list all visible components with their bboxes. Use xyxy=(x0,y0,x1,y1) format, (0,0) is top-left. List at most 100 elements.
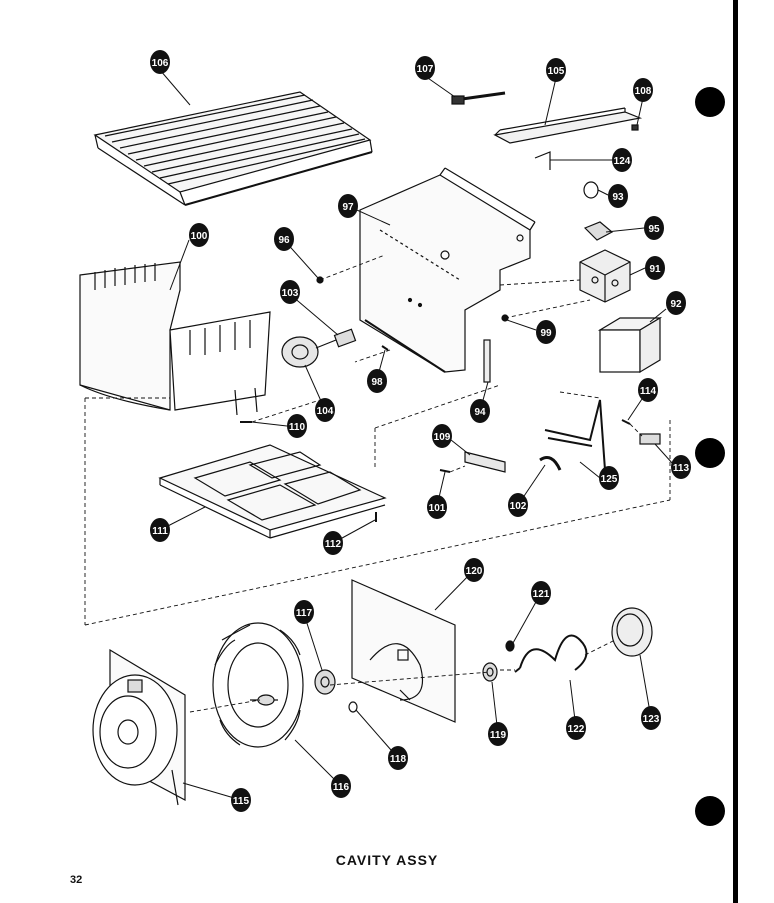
callout-91: 91 xyxy=(645,256,665,280)
part-92-box xyxy=(597,316,663,374)
callout-97: 97 xyxy=(338,194,358,218)
svg-text:108: 108 xyxy=(635,86,652,97)
callout-93: 93 xyxy=(608,184,628,208)
part-104-motor xyxy=(281,336,337,368)
part-109-bracket xyxy=(464,451,506,473)
svg-text:121: 121 xyxy=(533,589,550,600)
svg-text:93: 93 xyxy=(612,192,624,203)
part-117-bearing xyxy=(314,669,336,695)
callout-113: 113 xyxy=(671,455,691,479)
svg-text:113: 113 xyxy=(673,463,690,474)
svg-text:107: 107 xyxy=(417,64,434,75)
binder-hole-middle xyxy=(695,438,725,468)
callout-116: 116 xyxy=(331,774,351,798)
part-122-coil xyxy=(514,634,588,673)
part-124-bracket xyxy=(534,151,551,170)
callout-92: 92 xyxy=(666,291,686,315)
part-103-coupler xyxy=(333,328,357,348)
svg-text:92: 92 xyxy=(670,299,682,310)
callout-125: 125 xyxy=(599,466,619,490)
callout-112: 112 xyxy=(323,531,343,555)
svg-text:120: 120 xyxy=(466,566,483,577)
part-95-plate xyxy=(583,221,614,241)
svg-text:116: 116 xyxy=(333,782,350,793)
callout-120: 120 xyxy=(464,558,484,582)
part-93-grommet xyxy=(583,181,599,199)
part-108-liner xyxy=(79,261,271,416)
callout-111: 111 xyxy=(150,518,170,542)
svg-text:100: 100 xyxy=(191,231,208,242)
svg-text:109: 109 xyxy=(434,432,451,443)
binder-hole-bottom xyxy=(695,796,725,826)
part-113-connector xyxy=(639,433,661,445)
callout-104: 104 xyxy=(315,398,335,422)
callout-98: 98 xyxy=(367,369,387,393)
callout-118: 118 xyxy=(388,746,408,770)
svg-text:101: 101 xyxy=(429,503,446,514)
part-121-ring xyxy=(505,640,515,652)
svg-text:111: 111 xyxy=(152,526,168,537)
svg-text:96: 96 xyxy=(278,235,290,246)
part-114-screw xyxy=(621,419,631,425)
callout-122: 122 xyxy=(566,716,586,740)
part-102-clamp xyxy=(539,456,562,471)
svg-text:115: 115 xyxy=(233,796,250,807)
callout-102: 102 xyxy=(508,493,528,517)
callout-108: 108 xyxy=(633,78,653,102)
svg-text:104: 104 xyxy=(317,406,334,417)
svg-text:91: 91 xyxy=(649,264,661,275)
svg-text:119: 119 xyxy=(490,730,507,741)
callout-115: 115 xyxy=(231,788,251,812)
svg-text:110: 110 xyxy=(289,422,306,433)
part-106-rack xyxy=(93,91,373,206)
part-94-strip xyxy=(483,339,491,383)
part-91-timer xyxy=(579,249,631,303)
svg-text:99: 99 xyxy=(540,328,552,339)
callout-103: 103 xyxy=(280,280,300,304)
callout-117: 117 xyxy=(294,600,314,624)
part-111-base-plate xyxy=(158,444,387,539)
svg-text:98: 98 xyxy=(371,377,383,388)
callout-106: 106 xyxy=(150,50,170,74)
part-120-panel xyxy=(351,579,456,723)
callout-badges: 106 107 105 108 124 93 95 97 100 96 91 1… xyxy=(150,50,691,812)
page-number: 32 xyxy=(70,874,83,886)
part-105-rail xyxy=(493,107,643,144)
svg-text:105: 105 xyxy=(548,66,565,77)
callout-110: 110 xyxy=(287,414,307,438)
callout-101: 101 xyxy=(427,495,447,519)
callout-105: 105 xyxy=(546,58,566,82)
callout-96: 96 xyxy=(274,227,294,251)
callout-109: 109 xyxy=(432,424,452,448)
svg-text:122: 122 xyxy=(568,724,585,735)
part-97-panel xyxy=(359,167,536,373)
svg-text:95: 95 xyxy=(648,224,660,235)
callout-95: 95 xyxy=(644,216,664,240)
part-116-fan xyxy=(212,622,304,748)
callout-107: 107 xyxy=(415,56,435,80)
svg-text:94: 94 xyxy=(474,407,486,418)
callout-100: 100 xyxy=(189,223,209,247)
callout-124: 124 xyxy=(612,148,632,172)
part-115-blower-housing xyxy=(92,648,186,806)
callout-94: 94 xyxy=(470,399,490,423)
callout-99: 99 xyxy=(536,320,556,344)
part-123-lamp-cover xyxy=(611,607,653,657)
part-125-tube xyxy=(544,399,606,471)
part-107-sensor xyxy=(451,91,506,105)
page-edge xyxy=(733,0,738,903)
svg-text:125: 125 xyxy=(601,474,618,485)
svg-text:112: 112 xyxy=(325,539,342,550)
part-118-washer xyxy=(348,701,358,713)
part-101-screw xyxy=(439,469,451,473)
svg-text:103: 103 xyxy=(282,288,299,299)
svg-text:118: 118 xyxy=(390,754,407,765)
assembly-guide-lines xyxy=(84,254,671,713)
svg-text:106: 106 xyxy=(152,58,169,69)
binder-hole-top xyxy=(695,87,725,117)
callout-121: 121 xyxy=(531,581,551,605)
svg-text:123: 123 xyxy=(643,714,660,725)
svg-text:97: 97 xyxy=(342,202,354,213)
svg-text:114: 114 xyxy=(640,386,657,397)
